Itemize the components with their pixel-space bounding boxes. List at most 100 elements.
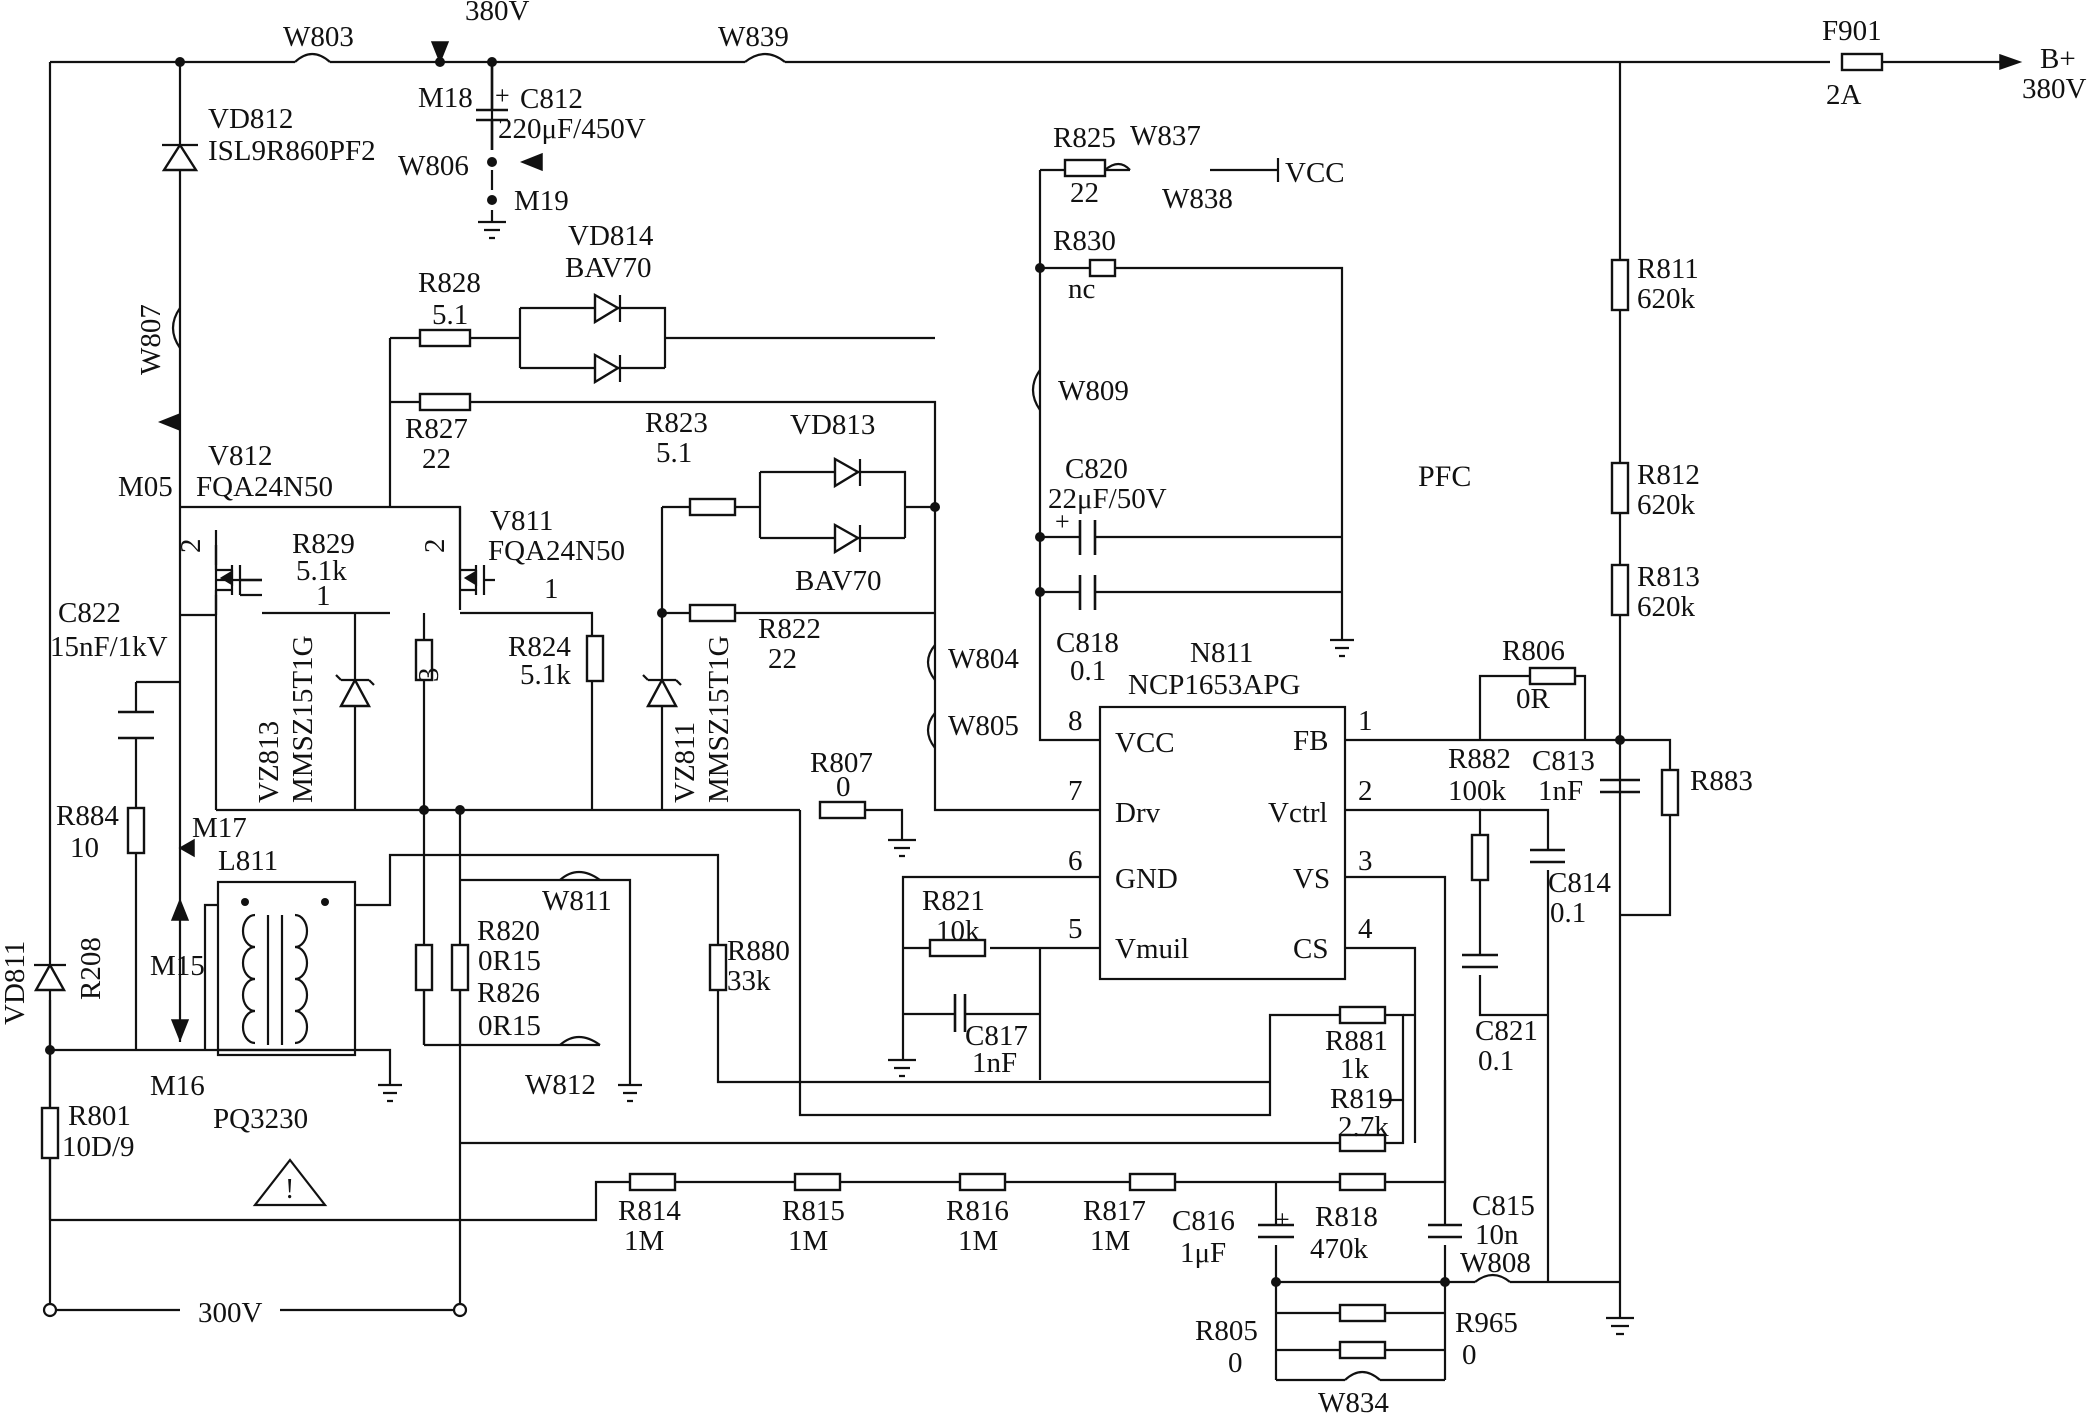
cap-value: 1μF [1180,1237,1226,1269]
res-value: nc [1068,273,1095,305]
res-value: 1M [624,1225,664,1257]
cap-value: 220μF/450V [498,113,646,145]
res-ref: R825 [1053,122,1116,154]
testpoint-arrows [157,41,2023,1043]
res-ref: R814 [618,1195,681,1227]
cap-ref: C820 [1065,453,1128,485]
diode-part: MMSZ15T1G [703,635,735,803]
cap-ref: C813 [1532,745,1595,777]
res-value: 470k [1310,1233,1369,1265]
cap-value: 0.1 [1550,897,1586,929]
res-value: 10 [70,832,99,864]
res-ref: R881 [1325,1025,1388,1057]
diode-ref: VD811 [0,941,31,1025]
resistor-symbols [40,52,1884,1360]
cap-ref: C822 [58,597,121,629]
cap-ref: C817 [965,1020,1028,1052]
mosfet-pin: 2 [175,539,207,554]
jumper-label: W838 [1162,183,1233,215]
testpoint-label: M17 [192,812,247,844]
res-value: 22 [768,643,797,675]
junctions [42,57,1625,1318]
b-plus-voltage: 380V [2022,73,2087,105]
ic-pin-num: 8 [1068,705,1083,737]
b-plus-label: B+ [2040,43,2076,75]
jumper-label: W803 [283,21,354,53]
polarity-plus: + [495,81,510,110]
mosfet-symbols [214,545,495,615]
res-ref: R805 [1195,1315,1258,1347]
mosfet-pin: 1 [316,580,331,612]
res-ref: R824 [508,631,571,663]
res-value: 22 [422,443,451,475]
res-value: 22 [1070,177,1099,209]
jumper-label: W811 [542,885,612,917]
res-ref: R826 [477,977,540,1009]
diode-ref: VZ811 [669,722,701,803]
res-ref: R811 [1637,253,1699,285]
res-value: 5.1 [656,437,692,469]
cap-value: 15nF/1kV [50,631,168,663]
res-ref: R807 [810,747,873,779]
ic-pin-num: 4 [1358,913,1373,945]
jumper-label: W805 [948,710,1019,742]
ic-pin-name: VS [1293,863,1330,895]
res-ref: R880 [727,935,790,967]
res-value: 0 [1462,1339,1477,1371]
cap-value: 0.1 [1070,655,1106,687]
testpoint-label: M18 [418,82,473,114]
diode-ref: VD814 [568,220,654,252]
diode-part: BAV70 [795,565,882,597]
cap-ref: C815 [1472,1190,1535,1222]
res-ref: R820 [477,915,540,947]
res-ref: R823 [645,407,708,439]
mosfet-ref: V812 [208,440,272,472]
diode-part: MMSZ15T1G [287,635,319,803]
res-ref: R822 [758,613,821,645]
capacitor-symbols [118,62,1640,1239]
ic-pin-name: VCC [1115,727,1175,759]
ic-pin-name: FB [1293,725,1328,757]
testpoint-label: M19 [514,185,569,217]
diode-ref: VD812 [208,103,293,135]
res-ref: R817 [1083,1195,1146,1227]
ic-pin-name: Vmuil [1115,933,1189,965]
cap-ref: C818 [1056,627,1119,659]
ic-pin-num: 3 [1358,845,1373,877]
mosfet-pin: 1 [544,573,559,605]
mosfet-pin: 3 [413,668,445,683]
res-value: 33k [727,965,771,997]
diode-ref: VD813 [790,409,875,441]
res-ref: R828 [418,267,481,299]
transformer-symbol [216,880,357,1057]
ic-pin-name: GND [1115,863,1178,895]
ic-pin-num: 7 [1068,775,1083,807]
res-ref: R830 [1053,225,1116,257]
res-ref: R829 [292,528,355,560]
ic-pin-num: 5 [1068,913,1083,945]
res-value: 2.7k [1338,1111,1389,1143]
res-ref: R819 [1330,1083,1393,1115]
res-value: 1M [958,1225,998,1257]
ic-ref: N811 [1190,637,1253,669]
jumper-label: W834 [1318,1387,1389,1413]
res-ref: R882 [1448,743,1511,775]
ic-pin-name: Vctrl [1268,797,1328,829]
wiring [48,60,2000,1382]
ic-pin-name: CS [1293,933,1328,965]
res-value: 0 [1228,1347,1243,1379]
jumper-label: W807 [135,304,167,375]
testpoint-label: M05 [118,471,173,503]
res-value: 1M [1090,1225,1130,1257]
res-value: 1k [1340,1053,1370,1085]
transformer-ref: L811 [218,845,278,877]
mosfet-pin: 2 [419,539,451,554]
res-value: 0 [836,771,851,803]
res-ref: R883 [1690,765,1753,797]
res-value: 620k [1637,591,1696,623]
ic-pin-num: 1 [1358,705,1373,737]
fuse-value: 2A [1826,79,1862,111]
res-ref: R813 [1637,561,1700,593]
res-value: 0R15 [478,945,541,977]
